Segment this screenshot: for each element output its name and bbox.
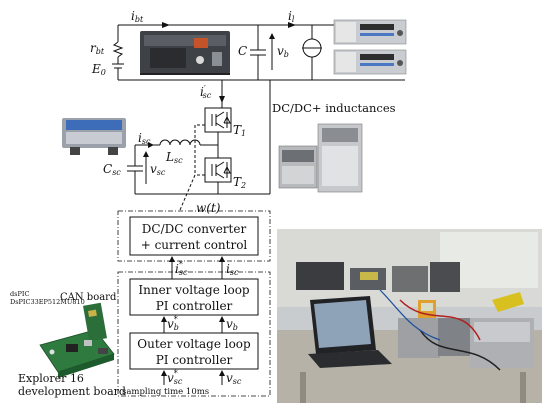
dcdc-block-line2: + current control	[141, 238, 248, 252]
label-v-sc: vsc	[150, 162, 166, 177]
label-i-sc-signal: isc	[226, 262, 239, 277]
label-i-l: il	[288, 9, 295, 24]
vsc-arrow	[143, 151, 149, 157]
label-v-b: vb	[277, 44, 289, 59]
dcdc-block-line1: DC/DC converter	[142, 222, 247, 236]
label-i-bt: ibt	[131, 9, 144, 24]
dc-power-supply-image	[333, 19, 407, 75]
battery-pack-image	[140, 31, 230, 75]
label-t1: T1	[233, 123, 246, 138]
lab-setup-photo	[277, 229, 542, 403]
i-bt-arrow	[162, 22, 170, 28]
outer-block-line2: PI controller	[156, 353, 233, 367]
label-e0: E0	[91, 62, 106, 77]
can-board-label: CAN board	[60, 292, 117, 303]
dspic-label-1: dsPIC	[10, 290, 29, 298]
inner-block-line1: Inner voltage loop	[138, 283, 250, 297]
label-t2: T2	[233, 175, 246, 190]
label-c-sc: Csc	[103, 162, 121, 177]
label-i-sc: isc	[138, 131, 151, 146]
outer-block-line1: Outer voltage loop	[137, 337, 251, 351]
controller-frame	[117, 210, 271, 397]
label-l-sc: Lsc	[165, 150, 183, 165]
label-v-sc-signal: vsc	[226, 371, 242, 386]
label-r-bt: rbt	[90, 41, 105, 56]
dspic-label-2: DsPIC33EP512MU810	[10, 298, 85, 306]
label-w-t: w(t)	[196, 201, 221, 215]
explorer-label-1: Explorer 16	[18, 372, 84, 385]
label-v-sc-star: v*sc	[167, 369, 183, 386]
label-v-b-signal: vb	[226, 317, 238, 332]
i-sc-prime-arrow	[219, 96, 225, 103]
dspic-board-image	[39, 302, 115, 378]
sampling-time-label: sampling time 10ms	[122, 387, 209, 397]
converter-circuit	[127, 80, 271, 211]
vb-arrow	[269, 33, 275, 39]
label-v-b-star: v*b	[167, 315, 179, 332]
label-i-sc-star: i*sc	[175, 260, 188, 277]
inner-loop-block: Inner voltage loop PI controller	[129, 278, 259, 316]
control-arrowheads	[161, 256, 225, 376]
explorer-label-2: development board	[18, 385, 126, 398]
i-l-arrow	[288, 22, 296, 28]
inner-block-line2: PI controller	[156, 299, 233, 313]
dcdc-inductance-image	[278, 123, 363, 193]
supercapacitor-module-image	[62, 118, 126, 155]
dcdc-block: DC/DC converter + current control	[129, 216, 259, 256]
label-i-sc-prime: i′sc	[200, 84, 212, 100]
label-capacitor-c: C	[238, 44, 247, 58]
outer-loop-block: Outer voltage loop PI controller	[129, 332, 259, 370]
i-sc-arrow	[148, 142, 154, 148]
label-dcdc-inductances: DC/DC+ inductances	[272, 101, 396, 115]
